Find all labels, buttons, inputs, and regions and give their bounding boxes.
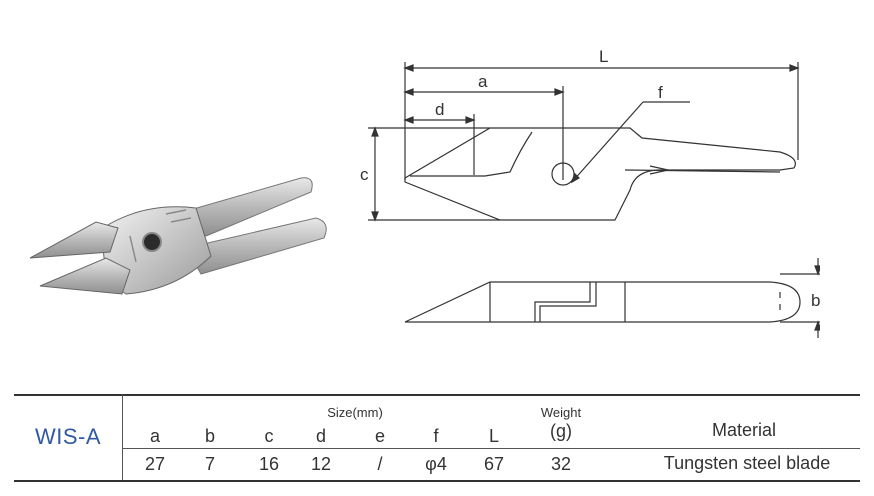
blade-side-view	[404, 127, 796, 221]
technical-drawing: L a d f c b	[360, 47, 820, 338]
model-name: WIS-A	[34, 424, 102, 449]
label-f: f	[658, 83, 663, 102]
blade-top-view	[404, 281, 801, 323]
label-L: L	[599, 47, 608, 66]
label-a: a	[478, 72, 488, 91]
col-header-d: d	[315, 426, 326, 446]
material-header: Material	[711, 420, 777, 440]
col-header-a: a	[149, 426, 160, 446]
value-f: φ4	[425, 454, 447, 474]
value-L: 67	[483, 454, 505, 474]
spec-table: WIS-A Size(mm) Weight a b c d e f L (g) …	[14, 394, 860, 482]
value-c: 16	[258, 454, 280, 474]
table-rule-bottom	[14, 480, 860, 482]
col-header-L: L	[488, 426, 499, 446]
label-b: b	[811, 291, 820, 310]
table-rule-top	[14, 394, 860, 396]
col-header-b: b	[204, 426, 215, 446]
table-rule-middle	[122, 448, 860, 449]
value-d: 12	[310, 454, 332, 474]
value-e: /	[377, 454, 383, 474]
col-header-e: e	[374, 426, 385, 446]
label-d: d	[435, 100, 444, 119]
value-b: 7	[204, 454, 215, 474]
col-header-f: f	[433, 426, 439, 446]
size-group-label: Size(mm)	[327, 405, 383, 420]
leader-f	[571, 101, 644, 183]
value-weight: 32	[550, 454, 572, 474]
material-value: Tungsten steel blade	[663, 453, 831, 473]
pivot-hole	[551, 162, 575, 186]
product-photo	[29, 177, 327, 295]
col-header-weight-unit: (g)	[550, 421, 572, 441]
value-a: 27	[144, 454, 166, 474]
col-header-c: c	[264, 426, 274, 446]
weight-label: Weight	[540, 405, 582, 420]
table-rule-vertical	[122, 394, 123, 480]
label-c: c	[360, 165, 369, 184]
